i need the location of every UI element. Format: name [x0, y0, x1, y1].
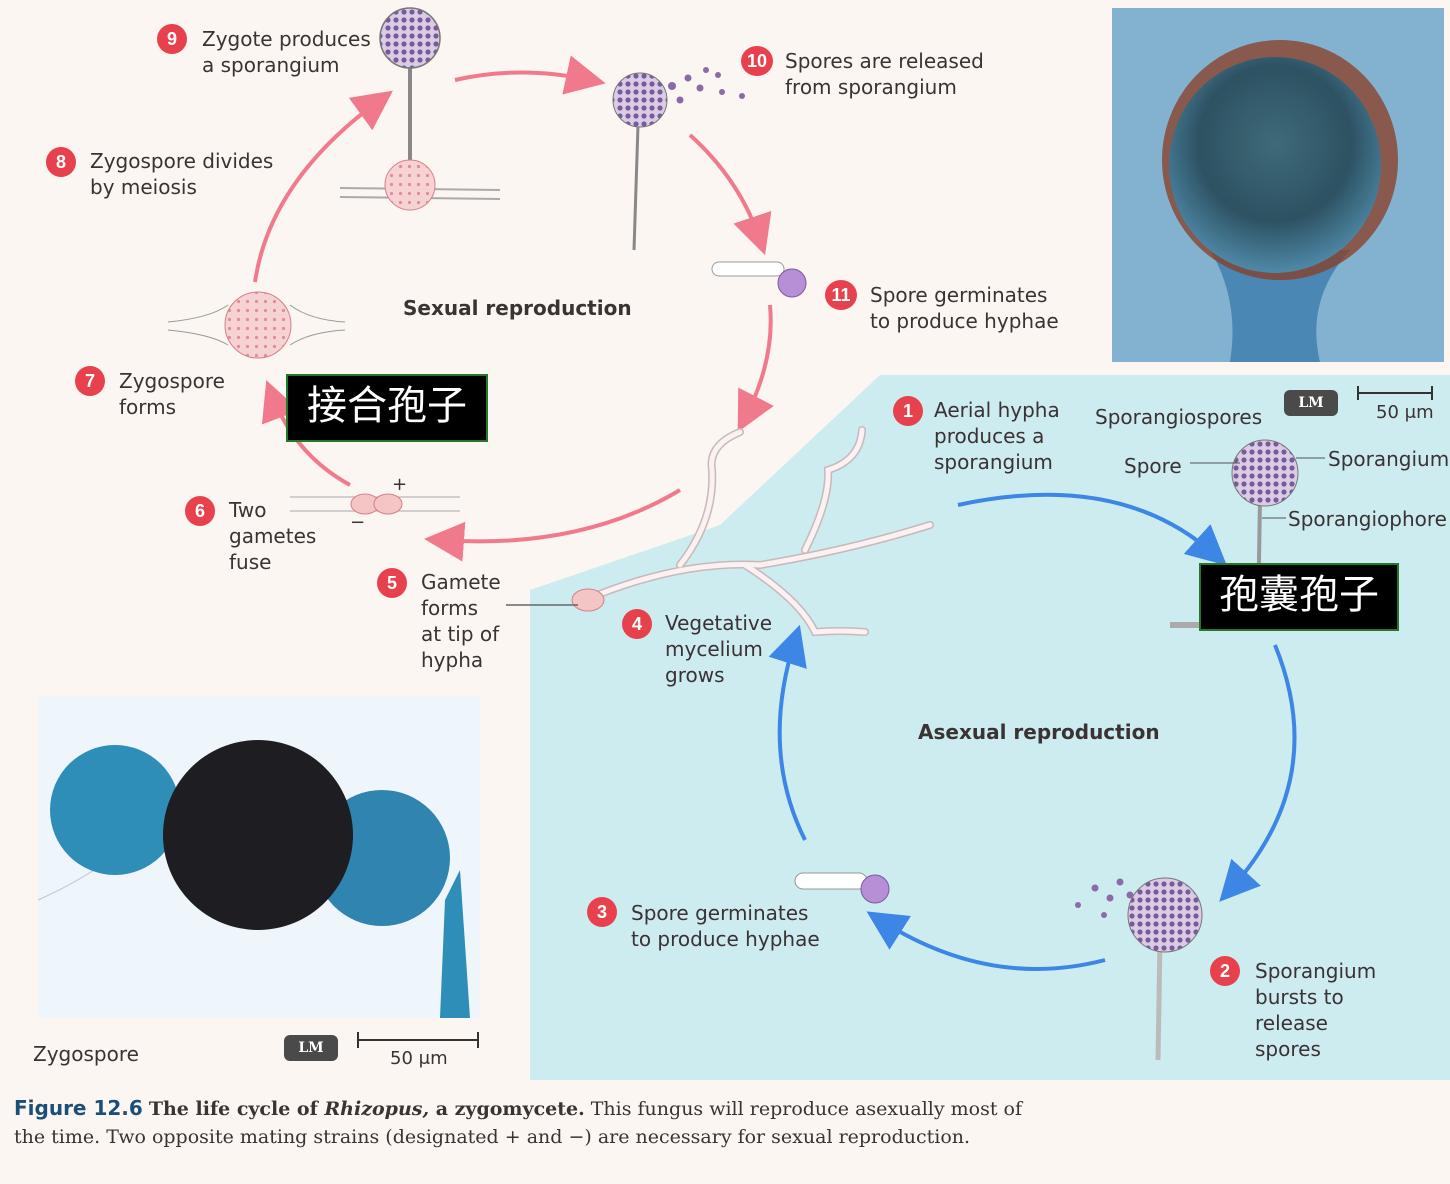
arrow-9-to-10 [454, 55, 606, 95]
step-7-badge: 7 [75, 366, 105, 396]
sporangiophore-label: Sporangiophore [1288, 507, 1447, 531]
caption-title-suffix: a zygomycete. [429, 1098, 585, 1120]
germinating-spore-illustration-11 [711, 261, 807, 298]
step-5-badge: 5 [377, 568, 407, 598]
arrow-2-to-3 [1219, 644, 1297, 902]
caption-body: This fungus will reproduce asexually mos… [14, 1098, 1022, 1148]
sporangiospore-chinese-label: 孢囊孢子 [1199, 563, 1399, 631]
sporangium-label: Sporangium [1328, 447, 1450, 471]
bottom-micrograph-caption: Zygospore [33, 1042, 139, 1066]
zygospore-illustration [167, 291, 346, 359]
zygospore-chinese-label: 接合孢子 [286, 374, 488, 442]
step-1-badge: 1 [893, 396, 923, 426]
zygospore-micrograph [37, 696, 480, 1018]
asexual-bursting-sporangium-illustration [1075, 877, 1203, 1061]
step-10-badge: 10 [741, 46, 773, 76]
caption-title-prefix: The life cycle of [148, 1098, 325, 1120]
sporangium-micrograph [1112, 8, 1444, 362]
arrow-3-to-4a [866, 911, 1106, 971]
germinating-spore-illustration-3 [794, 872, 890, 904]
step-8-label: Zygospore divides by meiosis [90, 149, 274, 199]
step-4-label: Vegetative mycelium grows [665, 611, 773, 687]
bottom-micrograph-scale-label: 50 μm [390, 1048, 448, 1069]
step-2-label: Sporangium bursts to release spores [1255, 959, 1377, 1061]
caption-title-italic: Rhizopus, [324, 1098, 430, 1120]
gamete-tip-illustration [571, 588, 605, 612]
spore-label: Spore [1124, 454, 1182, 478]
step-3-badge: 3 [587, 897, 617, 927]
figure-number: Figure 12.6 [14, 1096, 143, 1120]
sexual-reproduction-title: Sexual reproduction [403, 296, 632, 320]
top-micrograph-lm-badge: LM [1284, 390, 1338, 416]
step-7-label: Zygospore forms [119, 369, 225, 419]
top-micrograph-scale-label: 50 μm [1376, 402, 1434, 423]
gametes-fusing-illustration [290, 493, 460, 515]
arrow-11-to-5 [737, 304, 774, 433]
asexual-reproduction-title: Asexual reproduction [918, 720, 1160, 744]
arrow-1-to-2 [957, 492, 1227, 566]
step-9-label: Zygote produces a sporangium [202, 27, 371, 77]
arrow-7-to-8 [253, 90, 393, 283]
step-9-badge: 9 [157, 24, 187, 54]
zygote-sporangium-illustration [339, 7, 501, 211]
step-8-badge: 8 [46, 147, 76, 177]
figure-caption: Figure 12.6 The life cycle of Rhizopus, … [14, 1094, 1054, 1151]
arrow-3-to-4b [768, 624, 807, 841]
step-2-badge: 2 [1210, 956, 1240, 986]
step-5-label: Gamete forms at tip of hypha [421, 570, 501, 672]
plus-strain-label: + [392, 474, 408, 495]
step-4-badge: 4 [622, 609, 652, 639]
step-11-label: Spore germinates to produce hyphae [870, 283, 1059, 333]
minus-strain-label: − [350, 512, 366, 533]
arrow-6-to-7 [261, 380, 351, 487]
step-10-label: Spores are released from sporangium [785, 49, 984, 99]
bursting-sporangium-illustration [612, 67, 745, 251]
bottom-micrograph-lm-badge: LM [284, 1035, 338, 1061]
step-6-badge: 6 [185, 496, 215, 526]
step-1-label: Aerial hypha produces a sporangium [934, 398, 1060, 474]
step-6-label: Two gametes fuse [229, 498, 317, 574]
step-3-label: Spore germinates to produce hyphae [631, 901, 820, 951]
step-11-badge: 11 [825, 280, 857, 310]
arrow-10-to-11 [688, 133, 772, 256]
sporangiospores-label: Sporangiospores [1095, 405, 1263, 429]
arrow-5-to-6 [424, 488, 682, 562]
